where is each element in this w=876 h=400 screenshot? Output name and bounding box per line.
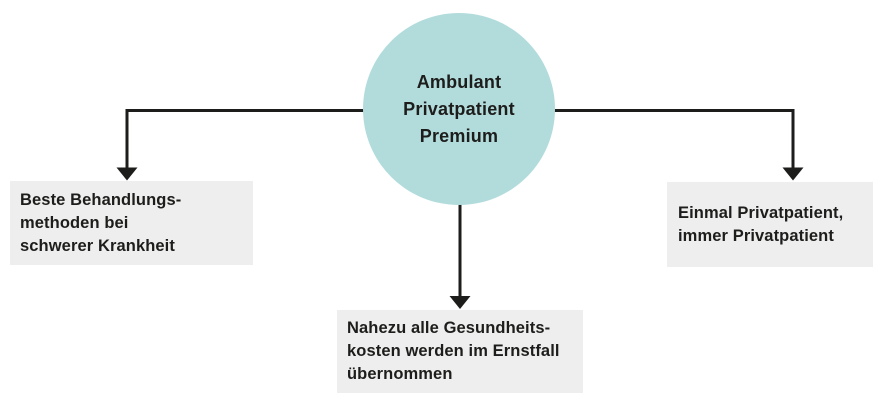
branch-label-line: immer Privatpatient [678,226,834,245]
branch-box-left: Beste Behandlungs- methoden bei schwerer… [10,181,253,265]
branch-box-right-label: Einmal Privatpatient, immer Privatpatien… [667,202,843,248]
center-node-label-line: Ambulant [416,71,502,92]
branch-box-left-label: Beste Behandlungs- methoden bei schwerer… [10,189,181,258]
branch-label-line: schwerer Krankheit [20,236,175,255]
arrowhead-left-icon [116,167,138,181]
branch-box-right: Einmal Privatpatient, immer Privatpatien… [667,182,873,267]
branch-label-line: Beste Behandlungs- [20,190,182,209]
arrowhead-right-icon [782,167,804,181]
connector-right-line [552,109,795,168]
connector-left-line [125,109,366,168]
branch-label-line: methoden bei [20,213,129,232]
center-node-label: Ambulant Privatpatient Premium [403,69,515,150]
center-node-label-line: Premium [419,125,499,146]
branch-label-line: Einmal Privatpatient, [678,203,844,222]
branch-box-bottom-label: Nahezu alle Gesundheits- kosten werden i… [337,317,560,386]
center-node-circle: Ambulant Privatpatient Premium [363,13,555,205]
center-node-label-line: Privatpatient [403,98,515,119]
branch-label-line: kosten werden im Ernstfall [347,342,560,360]
branch-label-line: übernommen [347,365,453,383]
branch-box-bottom: Nahezu alle Gesundheits- kosten werden i… [337,310,583,393]
branch-label-line: Nahezu alle Gesundheits- [347,319,551,337]
arrowhead-bottom-icon [449,296,471,309]
